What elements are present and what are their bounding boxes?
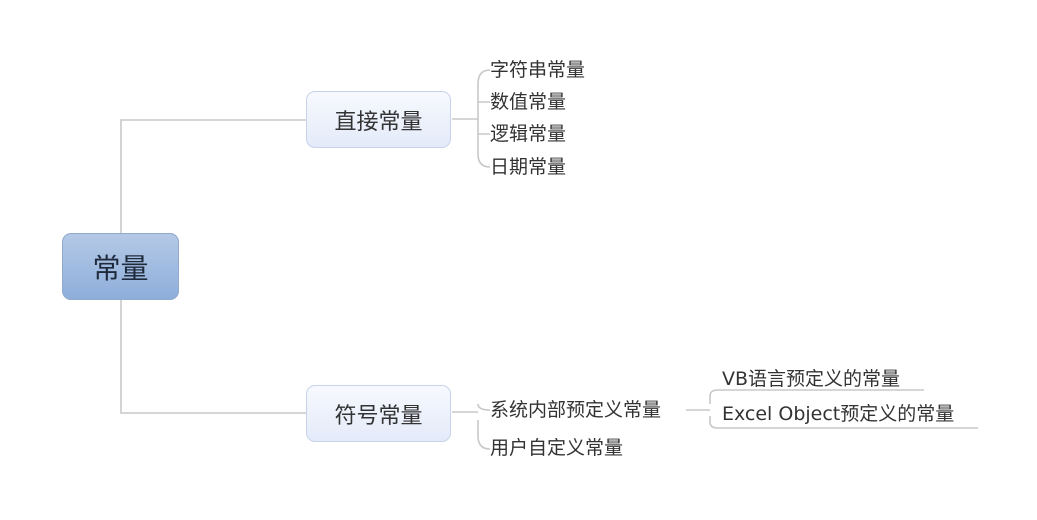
leaf-logical-constant[interactable]: 逻辑常量 [490, 123, 567, 145]
leaf-system-predefined-constant[interactable]: 系统内部预定义常量 [490, 399, 662, 421]
direct-bracket [452, 69, 491, 168]
leaf-user-defined-constant[interactable]: 用户自定义常量 [490, 437, 624, 459]
root-node[interactable]: 常量 [62, 233, 179, 300]
root-label: 常量 [92, 251, 149, 285]
branch-direct-label: 直接常量 [334, 109, 423, 135]
branch-direct-constants[interactable]: 直接常量 [306, 91, 451, 148]
symbolic-bracket [452, 403, 491, 450]
branch-symbolic-constants[interactable]: 符号常量 [306, 385, 451, 442]
leaf-numeric-constant[interactable]: 数值常量 [490, 91, 567, 113]
leaf-date-constant[interactable]: 日期常量 [490, 156, 567, 178]
branch-symbolic-label: 符号常量 [334, 403, 423, 429]
leaf-string-constant[interactable]: 字符串常量 [490, 59, 586, 81]
leaf-excel-object-predefined-constant[interactable]: Excel Object预定义的常量 [722, 403, 955, 425]
leaf-vb-predefined-constant[interactable]: VB语言预定义的常量 [722, 368, 901, 390]
root-connector [120, 119, 306, 414]
system-bracket [686, 389, 978, 429]
